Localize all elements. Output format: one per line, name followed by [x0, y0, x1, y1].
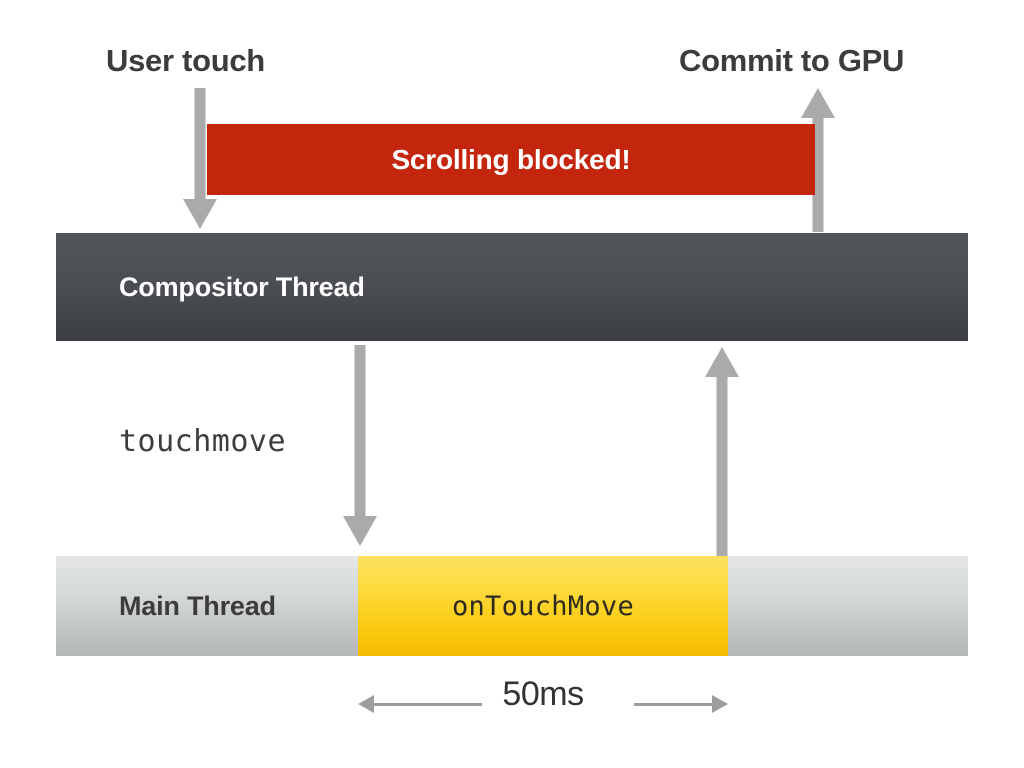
dimension-left-arrow-icon: [358, 695, 374, 713]
dimension-left-line: [372, 703, 482, 706]
main-thread-track: Main Thread onTouchMove: [56, 556, 968, 656]
commit-to-gpu-label: Commit to GPU: [679, 43, 905, 78]
arrow-head: [705, 347, 739, 377]
touchmove-event-label: touchmove: [119, 424, 287, 459]
commit-to-gpu-up-arrow-icon: [801, 88, 835, 232]
touchmove-down-arrow-icon: [343, 345, 377, 546]
arrow-head: [343, 516, 377, 546]
dimension-right-arrow-icon: [712, 695, 728, 713]
compositor-thread-track: Compositor Thread: [56, 233, 968, 341]
arrow-stem: [812, 117, 824, 232]
arrow-head: [801, 88, 835, 118]
user-touch-label: User touch: [106, 43, 265, 78]
dimension-right-line: [634, 703, 714, 706]
duration-label: 50ms: [502, 675, 584, 713]
user-touch-down-arrow-icon: [183, 88, 217, 229]
scrolling-blocked-bar: Scrolling blocked!: [207, 124, 815, 195]
compositor-thread-label: Compositor Thread: [119, 271, 365, 302]
scrolling-blocked-label: Scrolling blocked!: [391, 143, 631, 175]
ontouchmove-handler-block: onTouchMove: [358, 556, 728, 656]
arrow-stem: [354, 345, 366, 516]
main-thread-label: Main Thread: [119, 590, 276, 621]
duration-dimension: 50ms: [358, 675, 728, 726]
arrow-stem: [194, 88, 206, 199]
arrow-stem: [716, 376, 728, 556]
arrow-head: [183, 199, 217, 229]
handler-return-up-arrow-icon: [705, 347, 739, 556]
ontouchmove-handler-label: onTouchMove: [451, 590, 635, 622]
